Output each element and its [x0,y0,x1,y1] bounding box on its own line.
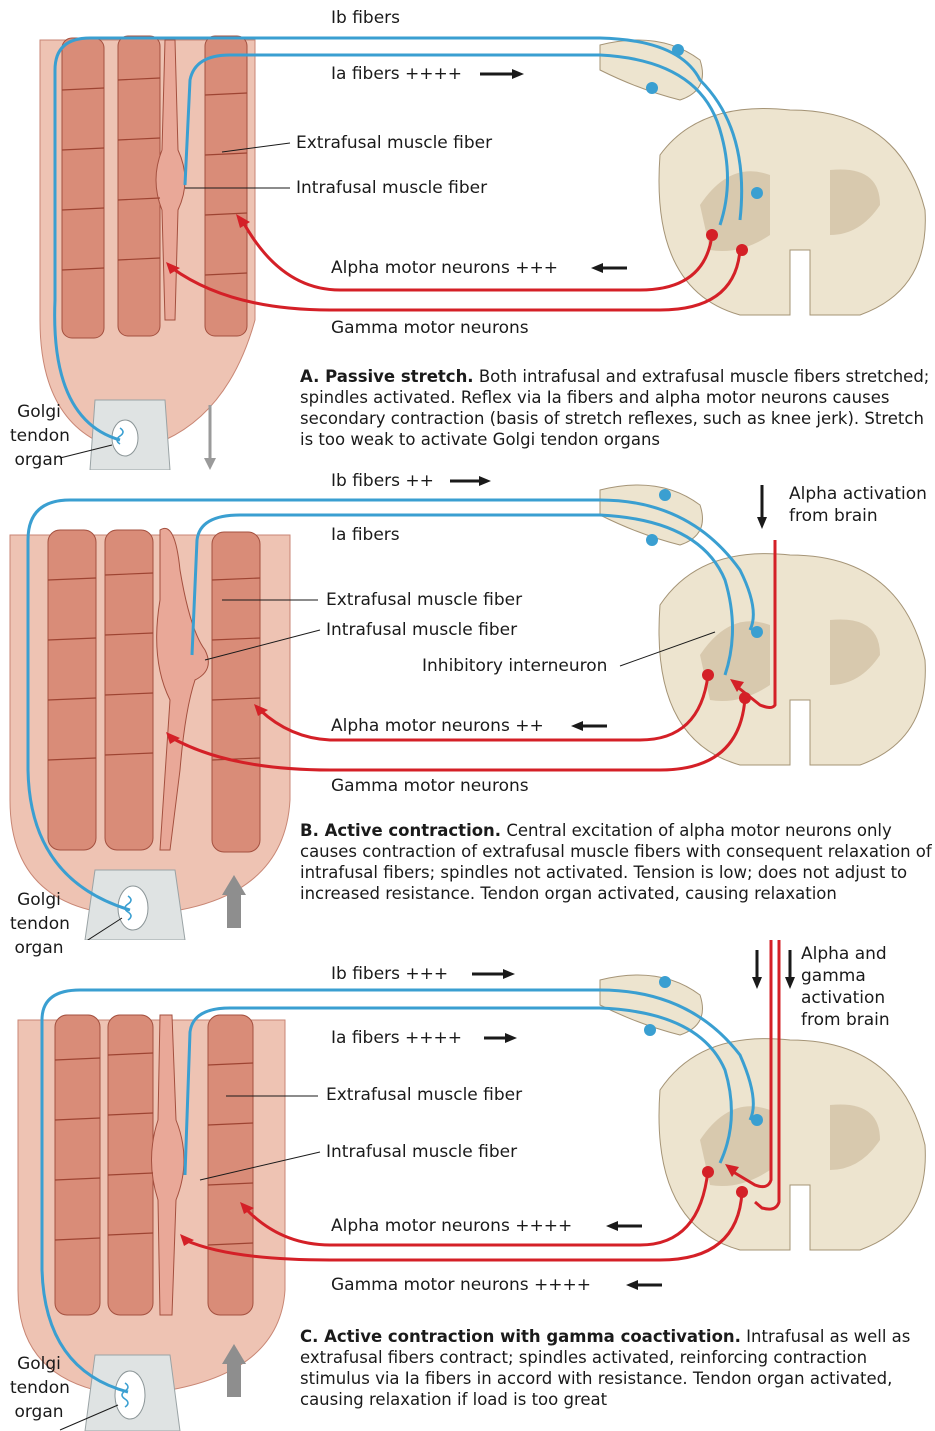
golgi-label-a: Golgi tendon organ [10,400,68,472]
golgi-tendon-organ-c [115,1371,145,1419]
panel-b: Ib fibers ++ Ia fibers Extrafusal muscle… [0,470,935,940]
alpha-motor-label: Alpha motor neurons ++ [331,716,544,736]
extrafusal-label: Extrafusal muscle fiber [326,590,522,610]
ia-fibers-label: Ia fibers [331,525,400,545]
brain-arrow-down-gamma-icon [785,950,795,989]
ia-arrow-right-icon [484,1033,517,1043]
intrafusal-label: Intrafusal muscle fiber [296,178,487,198]
extrafusal-label: Extrafusal muscle fiber [326,1085,522,1105]
caption-c: C. Active contraction with gamma coactiv… [300,1326,935,1410]
stretch-arrow-down-icon [204,405,216,470]
alpha-arrow-left-icon [591,263,627,273]
alpha-motor-label: Alpha motor neurons +++ [331,258,558,278]
brain-activation-label: Alpha activation from brain [789,483,927,527]
intrafusal-label: Intrafusal muscle fiber [326,620,517,640]
muscle-a [40,36,255,440]
ib-arrow-right-icon [472,969,515,979]
ia-fibers-label: Ia fibers ++++ [331,1028,462,1048]
caption-a: A. Passive stretch. Both intrafusal and … [300,366,935,450]
ib-fibers-label: Ib fibers [331,8,400,28]
panel-a: Ib fibers Ia fibers ++++ Extrafusal musc… [0,0,935,470]
inhibitory-interneuron-label: Inhibitory interneuron [422,656,607,676]
muscle-b [10,528,290,910]
brain-arrow-down-alpha-icon [752,950,762,989]
ib-arrow-right-icon [450,476,491,486]
alpha-motor-label: Alpha motor neurons ++++ [331,1216,572,1236]
gamma-motor-label: Gamma motor neurons [331,318,529,338]
alpha-motor-a [242,220,712,290]
golgi-label-c: Golgi tendon organ [10,1352,68,1424]
ib-fibers-label: Ib fibers ++ [331,471,434,491]
ia-fibers-label: Ia fibers ++++ [331,64,462,84]
brain-activation-label: Alpha and gamma activation from brain [801,943,890,1031]
muscle-c [18,1015,285,1390]
ia-arrow-right-icon [480,69,524,79]
gamma-motor-label: Gamma motor neurons ++++ [331,1275,591,1295]
gamma-arrow-left-icon [626,1280,662,1290]
alpha-arrow-left-icon [606,1221,642,1231]
panel-c: Ib fibers +++ Ia fibers ++++ Extrafusal … [0,940,935,1431]
brain-arrow-down-icon [757,485,767,529]
spinal-cord-a [600,40,925,315]
intrafusal-label: Intrafusal muscle fiber [326,1142,517,1162]
extrafusal-label: Extrafusal muscle fiber [296,133,492,153]
alpha-arrow-left-icon [571,721,607,731]
caption-b: B. Active contraction. Central excitatio… [300,820,935,904]
ib-fibers-label: Ib fibers +++ [331,964,448,984]
gamma-motor-label: Gamma motor neurons [331,776,529,796]
